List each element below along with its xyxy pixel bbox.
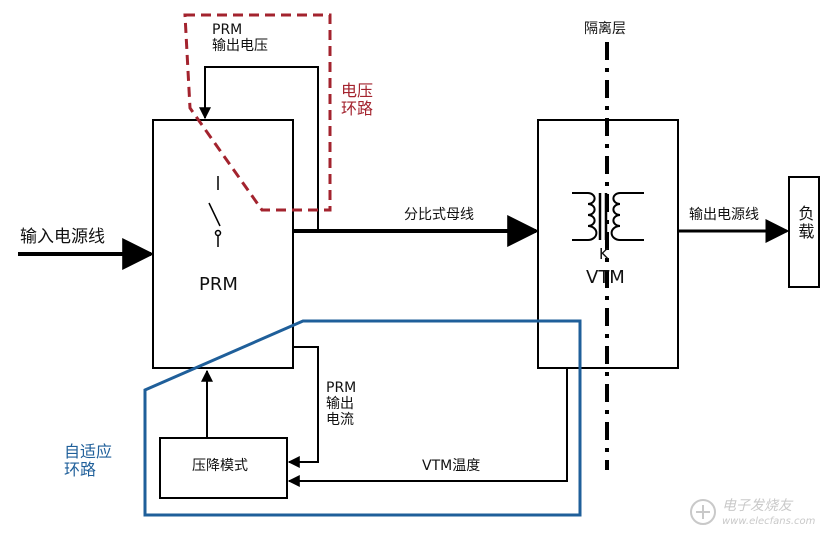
current-feedback-path: [287, 346, 319, 468]
vtm-temperature-label: VTM温度: [422, 458, 481, 474]
voltage-loop-outline: [183, 13, 332, 212]
isolation-layer-label: 隔离层: [584, 21, 626, 37]
input-power-line-label: 输入电源线: [20, 227, 105, 247]
vtm-block-label: VTM: [586, 267, 625, 288]
buck-mode-box: [159, 437, 288, 499]
watermark-name: 电子发烧友: [722, 498, 792, 514]
ratio-bus-label: 分比式母线: [404, 207, 474, 223]
prm-output-voltage-label: PRM 输出电压: [212, 22, 268, 55]
watermark-logo-icon: [690, 499, 716, 525]
watermark-url: www.elecfans.com: [722, 516, 816, 527]
adaptive-loop-outline: [143, 319, 582, 517]
buck-mode-label: 压降模式: [192, 458, 248, 474]
voltage-feedback-path: [199, 66, 319, 231]
k-label: K: [599, 245, 609, 263]
adaptive-loop-label: 自适应 环路: [64, 442, 113, 480]
load-label: 负载: [795, 205, 815, 241]
prm-block-label: PRM: [199, 274, 238, 295]
switch-icon: [208, 176, 222, 247]
prm-output-current-label: PRM 输出 电流: [326, 380, 357, 429]
temperature-feedback-path: [287, 368, 568, 487]
prm-box: [152, 119, 294, 369]
voltage-loop-label: 电压 环路: [341, 81, 374, 119]
output-power-line-label: 输出电源线: [689, 207, 759, 223]
